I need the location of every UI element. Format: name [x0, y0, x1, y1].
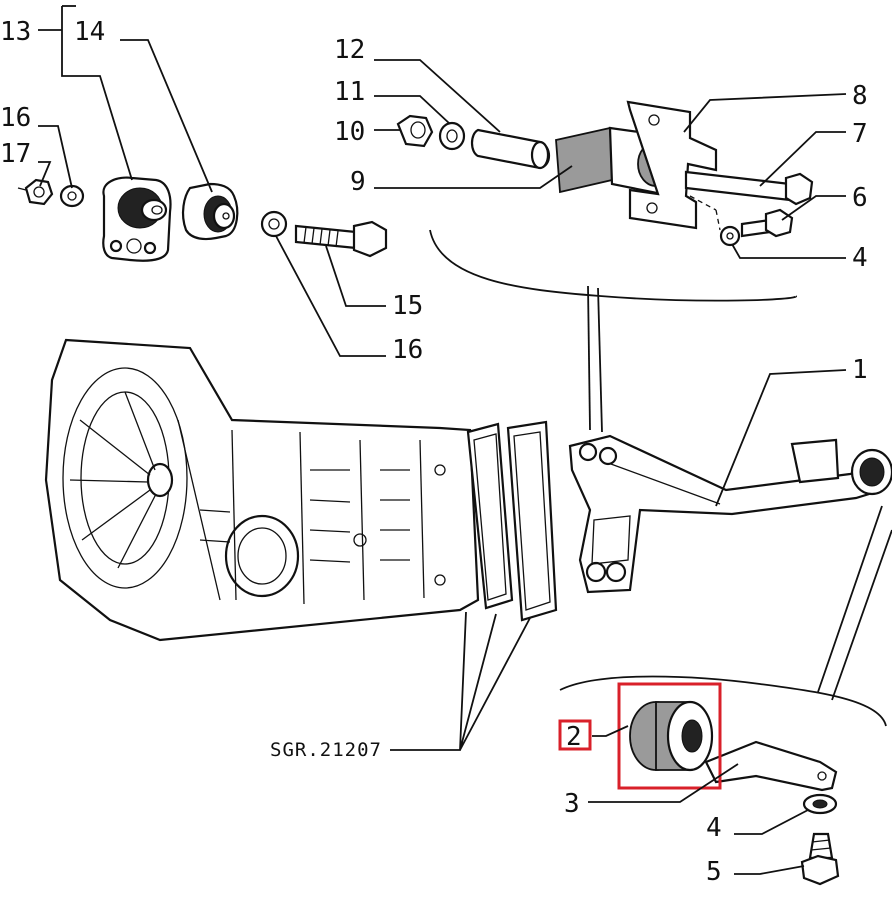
- callout-3: 3: [564, 789, 580, 819]
- mount-assembly-left: [17, 176, 388, 262]
- screw-part-6[interactable]: [740, 208, 794, 238]
- callout-1: 1: [852, 355, 868, 385]
- highlight-box-part-2: [617, 682, 722, 790]
- leader-lines: [38, 5, 847, 875]
- highlight-box-label-2: [558, 719, 592, 751]
- callout-2: 2: [566, 722, 582, 752]
- callout-6: 6: [852, 183, 868, 213]
- callout-17: 17: [0, 139, 31, 169]
- screw-part-5[interactable]: [800, 832, 840, 886]
- callout-4-bottom: 4: [706, 813, 722, 843]
- nut-part-10[interactable]: [396, 114, 434, 148]
- bracket-plate-part-3[interactable]: [704, 740, 838, 792]
- bolt-part-7[interactable]: [684, 170, 814, 206]
- callout-5: 5: [706, 857, 722, 887]
- crossmember-part-1[interactable]: [568, 434, 892, 594]
- bushing-part-14[interactable]: [181, 182, 239, 241]
- bushing-part-2[interactable]: [629, 700, 714, 772]
- bracket-part-8[interactable]: [626, 100, 718, 230]
- callout-10: 10: [334, 117, 365, 147]
- callout-13: 13: [0, 17, 31, 47]
- washer-part-16-right[interactable]: [260, 210, 288, 238]
- callout-16-bottom: 16: [392, 335, 423, 365]
- transmission-housing: [44, 338, 480, 642]
- washer-part-4-top[interactable]: [719, 225, 741, 247]
- washer-part-4-bottom[interactable]: [802, 793, 838, 815]
- callout-15: 15: [392, 291, 423, 321]
- callout-11: 11: [334, 77, 365, 107]
- gasket-plates: [466, 420, 558, 622]
- bracket-part-13[interactable]: [102, 176, 172, 262]
- callout-labels: 13 14 16 17 15 16 12 11 10 9 8 7 6 4 1 S…: [0, 17, 868, 887]
- washer-part-11[interactable]: [438, 121, 466, 151]
- nut-part-17[interactable]: [17, 178, 54, 206]
- mount-assembly-right: [396, 100, 814, 302]
- callout-16-top: 16: [0, 103, 31, 133]
- bolt-part-15[interactable]: [294, 220, 388, 258]
- washer-part-16-left[interactable]: [59, 184, 85, 208]
- callout-14: 14: [74, 17, 105, 47]
- callout-9: 9: [350, 167, 366, 197]
- callout-4-top: 4: [852, 243, 868, 273]
- spacer-part-12[interactable]: [470, 128, 551, 170]
- callout-12: 12: [334, 35, 365, 65]
- callout-7: 7: [852, 119, 868, 149]
- reference-code: SGR.21207: [270, 739, 382, 761]
- callout-8: 8: [852, 81, 868, 111]
